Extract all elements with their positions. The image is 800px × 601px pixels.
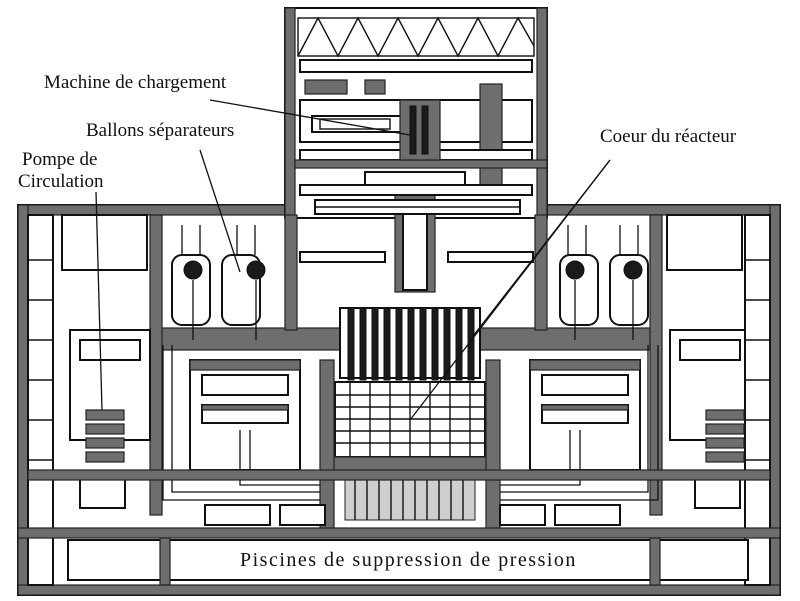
separator-drums-left <box>171 225 266 340</box>
lower-water-lines <box>344 473 476 521</box>
roof-truss <box>297 16 535 58</box>
crane-bridge <box>299 184 533 215</box>
label-circulation: Circulation <box>18 171 104 192</box>
leader-lines <box>95 99 611 421</box>
right-wing <box>529 214 771 586</box>
graphite-stack <box>335 382 485 457</box>
circulation-pump-right <box>669 329 746 509</box>
left-wing <box>27 214 301 586</box>
circulation-pump-left <box>69 329 151 509</box>
label-ballons-separateurs: Ballons séparateurs <box>86 120 234 141</box>
separator-drums-right <box>559 225 649 340</box>
label-pompe-de: Pompe de <box>22 149 97 170</box>
reactor-core <box>319 307 501 531</box>
label-piscines-de-suppression: Piscines de suppression de pression <box>240 549 577 571</box>
suppression-pools <box>17 469 781 586</box>
control-channels <box>347 307 475 381</box>
label-machine-de-chargement: Machine de chargement <box>44 72 227 93</box>
label-coeur-du-reacteur: Coeur du réacteur <box>600 126 737 147</box>
